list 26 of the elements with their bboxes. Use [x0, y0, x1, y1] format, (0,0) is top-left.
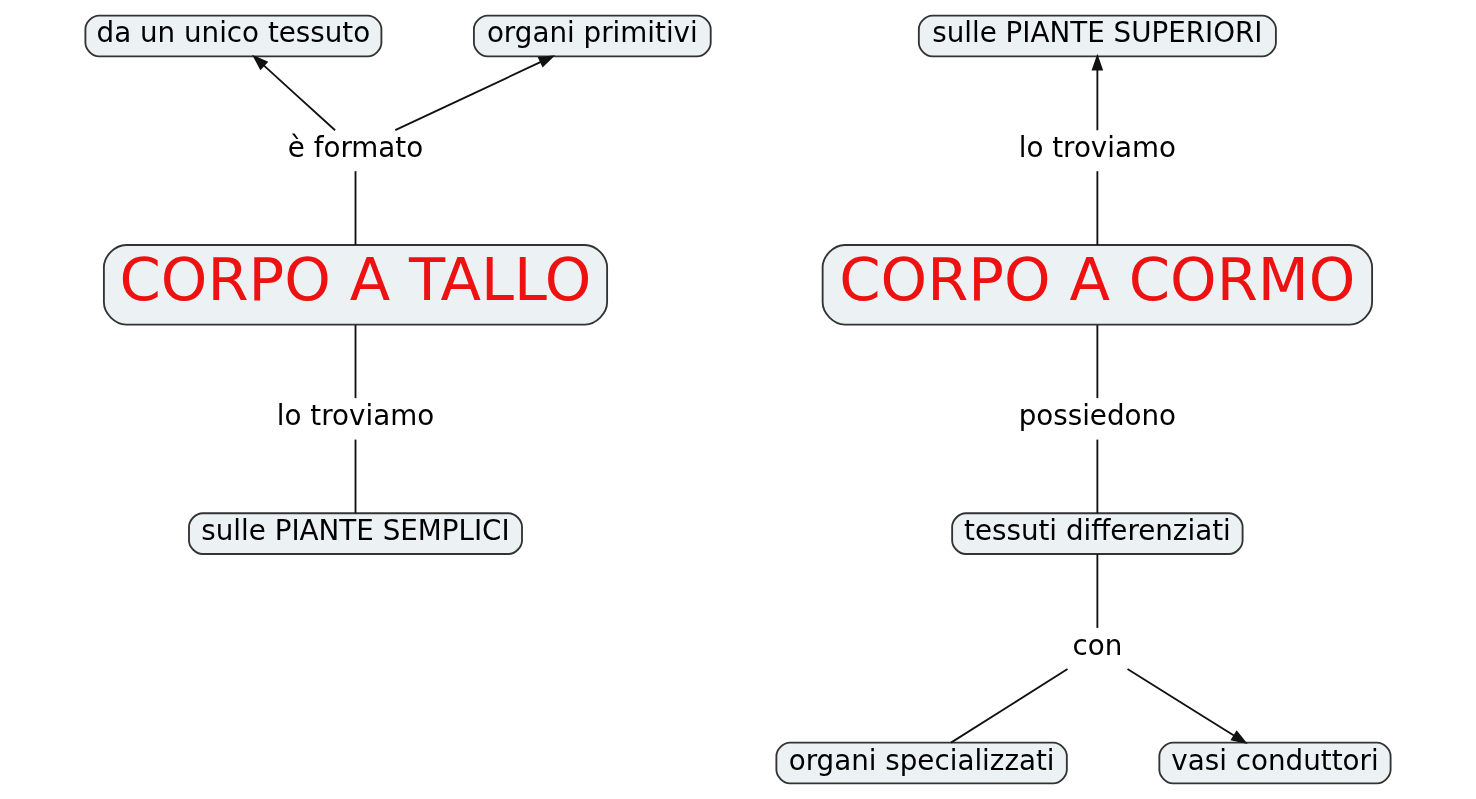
- node-box: CORPO A CORMO: [821, 244, 1374, 326]
- connector: [354, 438, 357, 515]
- node-box: sulle PIANTE SEMPLICI: [188, 512, 523, 555]
- node-text: lo troviamo: [1018, 131, 1177, 165]
- connector: [354, 170, 357, 246]
- connector: [1096, 170, 1099, 246]
- connector: [354, 324, 357, 400]
- node-box: vasi conduttori: [1158, 741, 1392, 785]
- node-text: è formato: [287, 131, 424, 165]
- node-text: con: [1072, 628, 1123, 662]
- connector: [1096, 324, 1099, 400]
- node-text: lo troviamo: [276, 399, 435, 433]
- node-text: possiedono: [1018, 399, 1177, 433]
- node-box: CORPO A TALLO: [102, 244, 609, 326]
- node-box: da un unico tessuto: [84, 14, 383, 58]
- arrow: [394, 55, 556, 132]
- arrow: [1126, 668, 1248, 745]
- connector: [950, 668, 1069, 744]
- node-box: organi specializzati: [775, 741, 1068, 785]
- connector: [1096, 438, 1099, 515]
- arrow: [252, 54, 337, 132]
- node-box: sulle PIANTE SUPERIORI: [917, 14, 1277, 58]
- arrow: [1091, 53, 1104, 132]
- node-box: organi primitivi: [473, 14, 712, 58]
- connector: [1096, 553, 1099, 629]
- node-box: tessuti differenziati: [951, 512, 1244, 555]
